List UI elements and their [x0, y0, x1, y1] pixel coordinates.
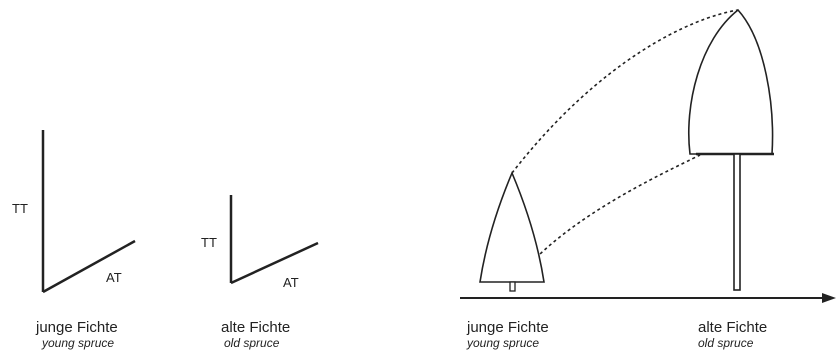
at-axis	[230, 241, 319, 285]
trunk	[509, 281, 516, 292]
old-spruce-axes: TT AT alte Fichte old spruce	[201, 195, 319, 350]
young-caption-en: young spruce	[466, 336, 539, 350]
crown	[479, 170, 545, 283]
young-spruce-axes: TT AT junge Fichte young spruce	[12, 130, 136, 350]
time-axis-arrowhead	[822, 293, 836, 303]
dashed-link-top	[511, 9, 739, 174]
panel-caption-en: young spruce	[41, 336, 114, 350]
tt-label: TT	[12, 201, 28, 216]
panel-caption-en: old spruce	[224, 336, 280, 350]
old-caption: alte Fichte	[698, 319, 767, 336]
old-caption-en: old spruce	[698, 336, 754, 350]
tree-growth-panel: junge Fichte young spruce alte Fichte ol…	[460, 8, 836, 350]
old-spruce-tree	[687, 8, 774, 291]
trunk	[733, 153, 741, 291]
at-label: AT	[106, 270, 122, 285]
at-label: AT	[283, 275, 299, 290]
young-spruce-tree	[479, 170, 545, 292]
at-axis	[42, 239, 136, 294]
panel-caption: alte Fichte	[221, 319, 290, 336]
tt-label: TT	[201, 235, 217, 250]
young-caption: junge Fichte	[466, 319, 549, 336]
panel-caption: junge Fichte	[35, 319, 118, 336]
crown	[687, 8, 774, 155]
